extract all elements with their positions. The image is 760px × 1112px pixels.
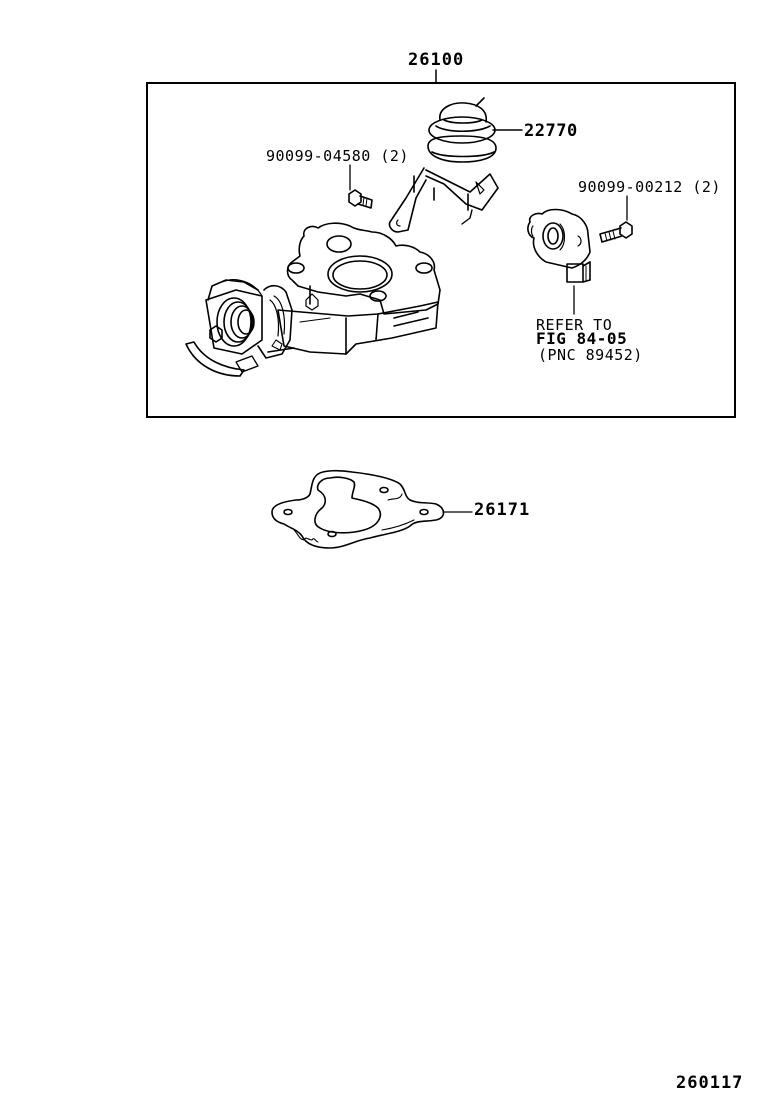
bolt-bracket-icon[interactable]	[348, 189, 373, 209]
assembly-group-box	[146, 82, 736, 418]
part-number-gasket[interactable]: 26171	[474, 500, 531, 520]
throttle-body-icon[interactable]	[185, 222, 441, 377]
part-number-bolt-sensor[interactable]: 90099-00212 (2)	[578, 178, 721, 196]
gasket-icon[interactable]	[271, 469, 445, 549]
reference-note-line1: REFER TO	[536, 316, 613, 334]
assembly-part-number[interactable]: 26100	[408, 50, 465, 70]
egr-valve-icon[interactable]	[388, 97, 499, 233]
reference-note-line2[interactable]: FIG 84-05	[536, 329, 628, 348]
reference-note-line3: (PNC 89452)	[538, 346, 643, 364]
bolt-sensor-icon[interactable]	[599, 221, 633, 243]
part-number-bolt-bracket[interactable]: 90099-04580 (2)	[266, 147, 409, 165]
throttle-position-sensor-icon[interactable]	[527, 208, 591, 283]
figure-id: 260117	[676, 1073, 744, 1093]
part-number-egr-valve[interactable]: 22770	[524, 121, 578, 141]
